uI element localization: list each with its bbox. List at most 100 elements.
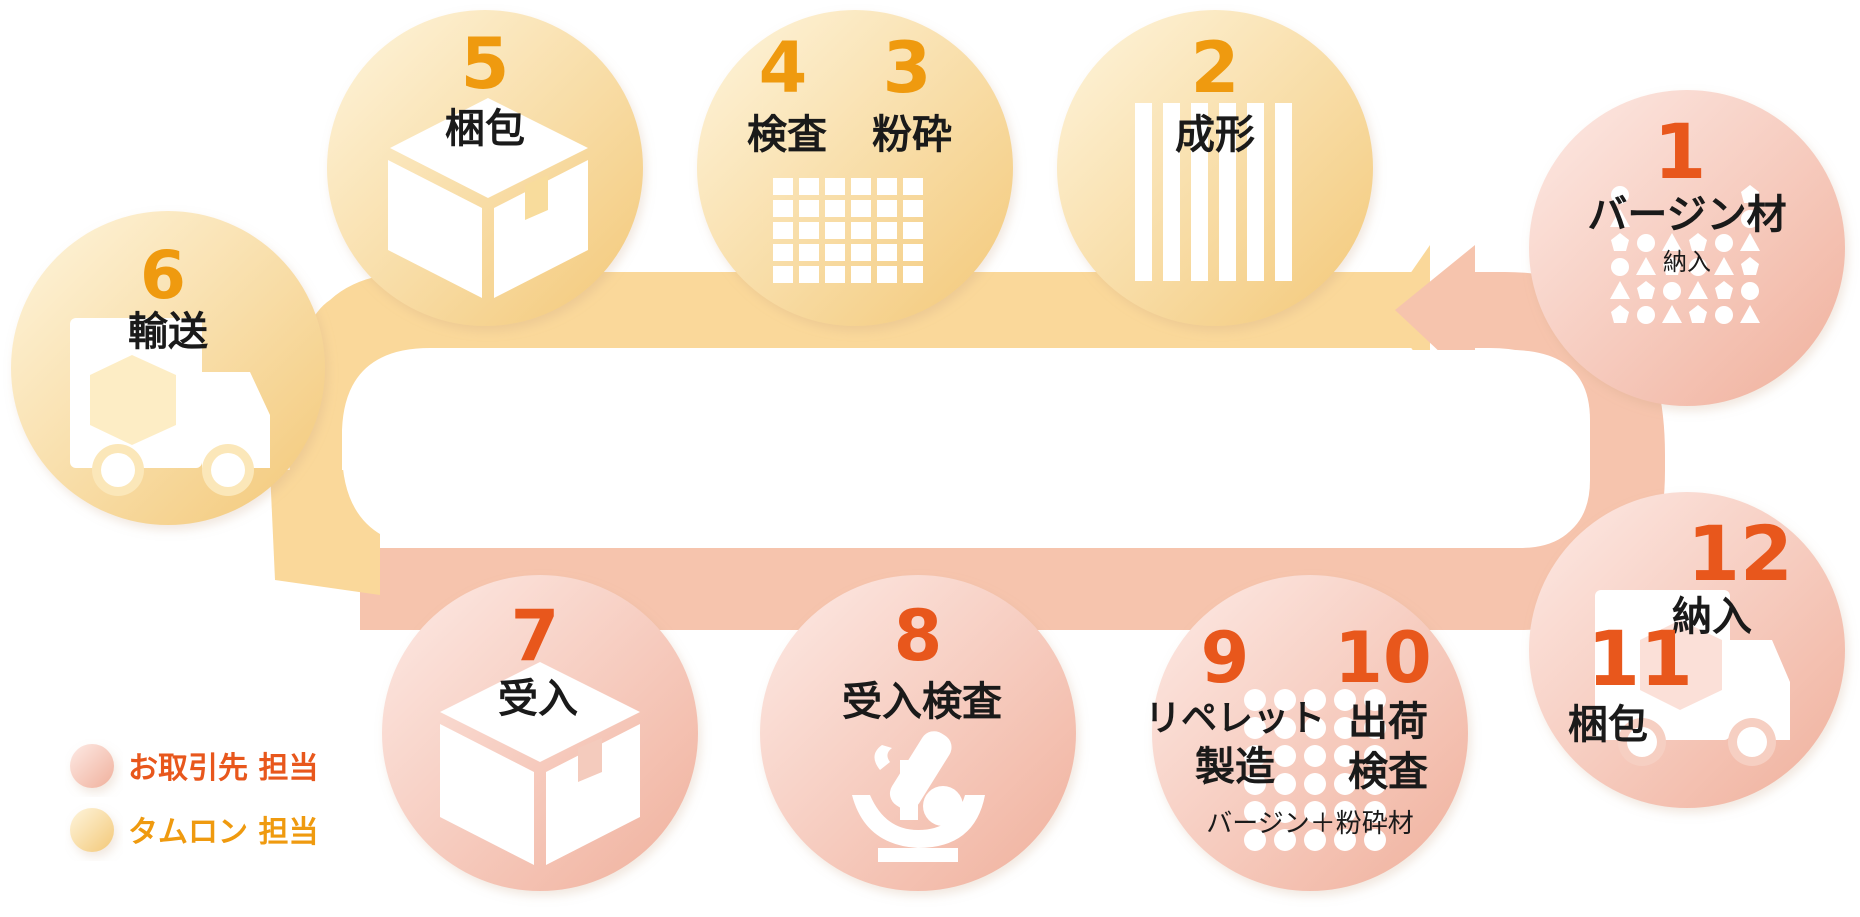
step-5-number: 5 bbox=[461, 23, 510, 105]
step-1-number: 1 bbox=[1654, 107, 1707, 196]
pellet bbox=[1688, 281, 1708, 299]
step-1-label: バージン材 bbox=[1587, 192, 1786, 238]
step-4-number: 4 bbox=[759, 27, 808, 109]
crushed-grid-icon bbox=[773, 178, 923, 283]
pellet bbox=[1334, 773, 1356, 795]
grid-cell bbox=[903, 244, 923, 261]
grid-cell bbox=[851, 244, 871, 261]
pellet bbox=[1304, 745, 1326, 767]
box-icon bbox=[388, 98, 588, 298]
grid-cell bbox=[851, 266, 871, 283]
step-10-label-line2: 検査 bbox=[1348, 749, 1428, 795]
grid-cell bbox=[799, 222, 819, 239]
pellet bbox=[1274, 801, 1296, 823]
pellet bbox=[1662, 305, 1682, 323]
pellet bbox=[1637, 306, 1655, 324]
molded-bar bbox=[1247, 103, 1264, 281]
step-6-number: 6 bbox=[140, 237, 186, 314]
pellet bbox=[1334, 801, 1356, 823]
pellet bbox=[1244, 773, 1266, 795]
grid-cell bbox=[773, 200, 793, 217]
step-12-label: 納入 bbox=[1672, 594, 1752, 640]
pellet bbox=[1740, 305, 1760, 323]
pellet bbox=[1334, 689, 1356, 711]
pellet bbox=[1364, 773, 1386, 795]
pellet bbox=[1274, 773, 1296, 795]
molded-bar bbox=[1275, 103, 1292, 281]
pellet bbox=[1662, 233, 1682, 251]
step-2-label: 成形 bbox=[1175, 112, 1255, 158]
legend-swatch-partner bbox=[70, 744, 114, 788]
pellet bbox=[1611, 258, 1629, 276]
step-11-12-packing-delivery: 12 納入 11 梱包 bbox=[1529, 492, 1845, 808]
truck-icon bbox=[70, 318, 270, 496]
step-9-number: 9 bbox=[1201, 617, 1250, 699]
step-7-label: 受入 bbox=[498, 676, 578, 722]
pellet bbox=[1715, 306, 1733, 324]
legend-item-partner: お取引先 担当 bbox=[70, 744, 318, 788]
grid-cell bbox=[877, 200, 897, 217]
pellet bbox=[1334, 829, 1356, 851]
grid-cell bbox=[825, 178, 845, 195]
pellet bbox=[1637, 281, 1655, 299]
pellet bbox=[1304, 717, 1326, 739]
pellet bbox=[1611, 233, 1629, 251]
step-10-number: 10 bbox=[1334, 617, 1431, 699]
step-8-label: 受入検査 bbox=[842, 679, 1002, 725]
pellet bbox=[1334, 717, 1356, 739]
step-1-sub: 納入 bbox=[1663, 248, 1711, 276]
box-icon bbox=[440, 662, 640, 865]
molded-bar bbox=[1163, 103, 1180, 281]
pellet bbox=[1689, 305, 1707, 323]
pellet bbox=[1334, 745, 1356, 767]
step-9-10-repellet-shipping: 9 10 リペレット 製造 出荷 検査 バージン＋粉砕材 bbox=[1145, 575, 1468, 891]
pellet bbox=[1274, 829, 1296, 851]
pellet bbox=[1689, 233, 1707, 251]
grid-cell bbox=[799, 200, 819, 217]
pellet bbox=[1274, 689, 1296, 711]
legend: お取引先 担当 タムロン 担当 bbox=[70, 744, 318, 852]
grid-cell bbox=[903, 200, 923, 217]
step-9-label-line1: リペレット bbox=[1145, 698, 1325, 739]
pellet bbox=[1637, 234, 1655, 252]
molded-bar bbox=[1135, 103, 1152, 281]
legend-item-tamron: タムロン 担当 bbox=[70, 808, 318, 852]
pellet bbox=[1689, 258, 1707, 276]
pellet bbox=[1715, 234, 1733, 252]
pellet bbox=[1364, 717, 1386, 739]
grid-cell bbox=[877, 244, 897, 261]
pellet bbox=[1663, 257, 1681, 275]
step-8-acceptance-inspection: 8 受入検査 bbox=[760, 575, 1076, 891]
grid-cell bbox=[903, 266, 923, 283]
pellet bbox=[1244, 689, 1266, 711]
molded-bar bbox=[1219, 103, 1236, 281]
grid-cell bbox=[773, 222, 793, 239]
step-12-number: 12 bbox=[1687, 509, 1793, 598]
grid-cell bbox=[903, 222, 923, 239]
step-5-label: 梱包 bbox=[445, 106, 525, 152]
legend-label-tamron: タムロン 担当 bbox=[128, 815, 318, 850]
pellet bbox=[1364, 745, 1386, 767]
grid-cell bbox=[825, 200, 845, 217]
pellet bbox=[1274, 745, 1296, 767]
step-6-label: 輸送 bbox=[128, 309, 208, 355]
pellet bbox=[1611, 305, 1629, 323]
molded-bars-icon bbox=[1135, 103, 1292, 281]
step-10-note: バージン＋粉砕材 bbox=[1206, 809, 1413, 839]
grid-cell bbox=[877, 266, 897, 283]
step-7-number: 7 bbox=[511, 595, 560, 677]
pellet bbox=[1304, 829, 1326, 851]
pellet bbox=[1244, 745, 1266, 767]
pellet bbox=[1740, 233, 1760, 251]
step-10-label-line1: 出荷 bbox=[1348, 699, 1428, 745]
pellet bbox=[1244, 801, 1266, 823]
step-1-virgin-material: 1 バージン材 納入 bbox=[1529, 90, 1845, 406]
grid-cell bbox=[825, 244, 845, 261]
step-7-receiving: 7 受入 bbox=[382, 575, 698, 891]
pellet bbox=[1244, 829, 1266, 851]
pellet bbox=[1364, 829, 1386, 851]
pellet bbox=[1741, 257, 1759, 275]
grid-cell bbox=[825, 222, 845, 239]
step-3-label: 粉砕 bbox=[872, 112, 952, 158]
